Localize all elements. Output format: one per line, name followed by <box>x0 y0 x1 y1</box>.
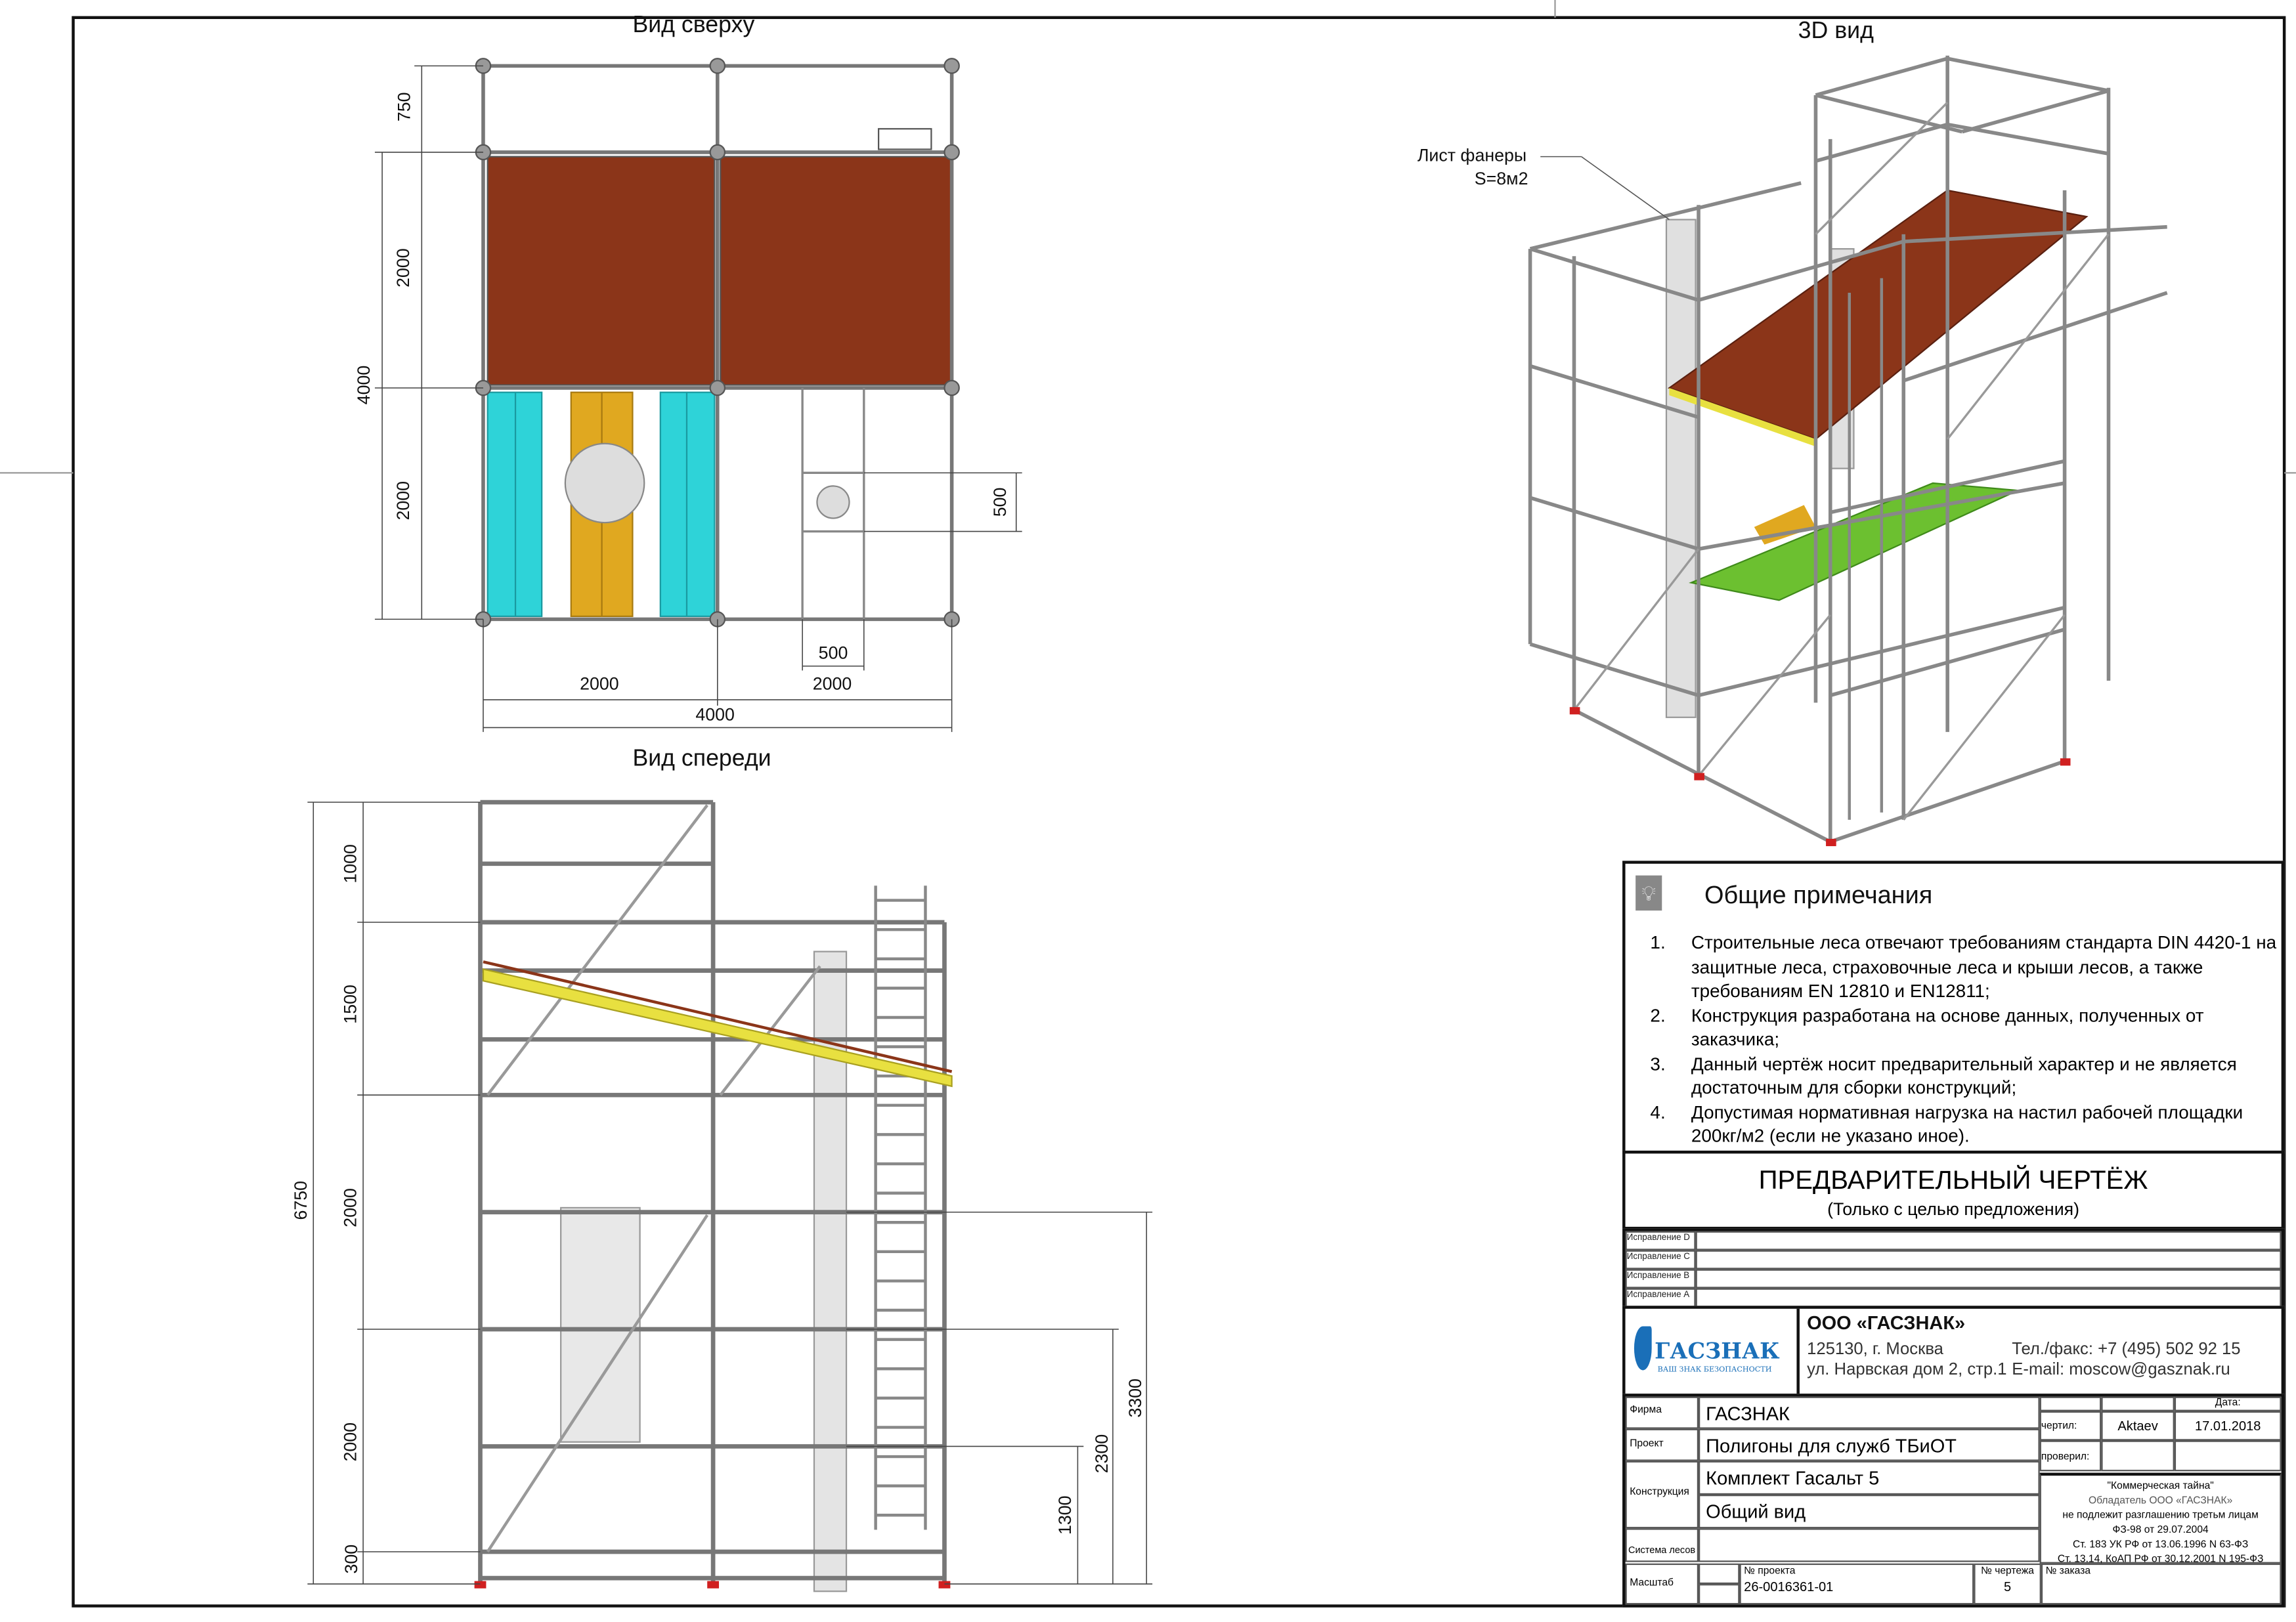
project-label: Проект <box>1625 1428 1699 1461</box>
revision-label: Исправление B <box>1625 1269 1696 1289</box>
note-item: 4. Допустимая нормативная нагрузка на нас… <box>1650 1100 2277 1149</box>
note-item: 3. Данный чертёж носит предварительный ха… <box>1650 1052 2277 1100</box>
plywood-panel <box>487 156 716 386</box>
revisions-table: Исправление D Исправление C Исправление … <box>1622 1228 2285 1309</box>
notice-line: ФЗ-98 от 29.07.2004 <box>2112 1525 2209 1536</box>
project-number-value: 26-0016361-01 <box>1744 1579 1834 1594</box>
preliminary-subtitle: (Только с целью предложения) <box>1827 1199 2080 1220</box>
company-logo: ГАСЗНАК ВАШ ЗНАК БЕЗОПАСНОСТИ <box>1626 1308 1800 1394</box>
dim-label: 300 <box>341 1544 362 1574</box>
iso-view <box>1528 55 2168 847</box>
top-view <box>374 58 1022 733</box>
revision-text: Исправление B <box>1626 1272 1690 1281</box>
notes-list: 1. Строительные леса отвечают требованиям… <box>1650 931 2277 1148</box>
order-number-label: № заказа <box>2041 1563 2282 1605</box>
dim-label: 2300 <box>1091 1434 1112 1474</box>
note-number: 4. <box>1650 1101 1666 1122</box>
view-name: Общий вид <box>1699 1495 2040 1529</box>
dim-label: 4000 <box>695 704 735 725</box>
dim-label: 1300 <box>1054 1495 1075 1535</box>
system-label: Система лесов <box>1625 1528 1699 1562</box>
drawing-number: № чертежа 5 <box>1974 1563 2041 1605</box>
notice-line: Обладатель ООО «ГАСЗНАК» <box>2088 1496 2233 1506</box>
dim-label: 500 <box>818 643 848 664</box>
drawn-by: Aktaev <box>2101 1411 2175 1441</box>
date-label: Дата: <box>2174 1396 2282 1411</box>
sheet-border <box>72 16 2286 1608</box>
ladder <box>874 886 927 1530</box>
project-number-label: № проекта <box>1744 1566 1796 1577</box>
note-text: Конструкция разработана на основе данных… <box>1691 1005 2204 1050</box>
note-text: Допустимая нормативная нагрузка на насти… <box>1691 1101 2243 1147</box>
callout-line1: Лист фанеры <box>1417 144 1527 166</box>
dim-label: 6750 <box>290 1180 311 1220</box>
drawing-number-label: № чертежа <box>1981 1566 2035 1577</box>
company-address: ул. Нарвская дом 2, стр.1 <box>1807 1361 2007 1379</box>
logo-tagline: ВАШ ЗНАК БЕЗОПАСНОСТИ <box>1657 1365 1772 1375</box>
construction-value: Комплект Гасальт 5 <box>1699 1461 2040 1495</box>
revision-label: Исправление A <box>1625 1288 1696 1308</box>
revision-text: Исправление A <box>1626 1291 1690 1300</box>
revision-text: Исправление D <box>1626 1234 1690 1243</box>
note-text: Данный чертёж носит предварительный хара… <box>1691 1053 2237 1098</box>
note-number: 1. <box>1650 932 1666 953</box>
dim-label: 500 <box>989 487 1010 517</box>
front-view <box>307 800 1153 1592</box>
note-number: 3. <box>1650 1053 1666 1074</box>
notes-title: Общие примечания <box>1704 881 1933 909</box>
drawing-number-value: 5 <box>2003 1579 2012 1594</box>
flame-icon <box>1634 1326 1652 1371</box>
company-name: ООО «ГАСЗНАК» <box>1807 1312 1966 1334</box>
firm-label: Фирма <box>1625 1396 1699 1429</box>
title-block: Фирма ГАСЗНАК Проект Полигоны для служб … <box>1622 1394 2285 1608</box>
confidentiality-notice: "Коммерческая тайна" Обладатель ООО «ГАС… <box>2039 1472 2282 1565</box>
note-item: 2. Конструкция разработана на основе данн… <box>1650 1004 2277 1052</box>
dim-label: 1000 <box>340 844 361 884</box>
plywood-panel <box>720 156 953 386</box>
drawn-label: чертил: <box>2039 1411 2102 1441</box>
top-view-title: Вид сверху <box>632 13 755 38</box>
project-value: Полигоны для служб ТБиОТ <box>1699 1428 2040 1461</box>
company-address: 125130, г. Москва <box>1807 1340 1943 1359</box>
revision-label: Исправление C <box>1625 1250 1696 1270</box>
notice-line: не подлежит разглашению третьм лицам <box>2062 1510 2259 1522</box>
notice-line: Ст. 183 УК РФ от 13.06.1996 N 63-ФЗ <box>2072 1540 2249 1550</box>
notice-line: Ст. 13.14, КоАП РФ от 30.12.2001 N 195-Ф… <box>2057 1554 2264 1566</box>
dim-label: 2000 <box>393 248 414 288</box>
scale-label: Масштаб <box>1625 1563 1699 1605</box>
cylinder <box>560 1206 641 1443</box>
dim-label: 1500 <box>340 985 361 1024</box>
company-phone: Тел./факс: +7 (495) 502 92 15 <box>2012 1340 2241 1359</box>
revision-label: Исправление D <box>1625 1231 1696 1250</box>
company-email: E-mail: moscow@gasznak.ru <box>2012 1361 2230 1379</box>
dim-label: 2000 <box>340 1188 361 1227</box>
revision-text: Исправление C <box>1626 1253 1690 1262</box>
project-number: № проекта 26-0016361-01 <box>1739 1563 1974 1605</box>
dim-label: 2000 <box>580 673 619 694</box>
dim-label: 4000 <box>353 365 374 405</box>
preliminary-banner: ПРЕДВАРИТЕЛЬНЫЙ ЧЕРТЁЖ (Только с целью п… <box>1622 1150 2285 1230</box>
iso-view-title: 3D вид <box>1798 18 1874 44</box>
notice-line: "Коммерческая тайна" <box>2107 1481 2214 1492</box>
construction-label: Конструкция <box>1625 1461 1699 1529</box>
dim-label: 2000 <box>340 1422 361 1462</box>
dim-label: 2000 <box>393 480 414 521</box>
front-view-title: Вид спереди <box>632 746 771 772</box>
logo-text: ГАСЗНАК <box>1655 1338 1780 1365</box>
company-block: ГАСЗНАК ВАШ ЗНАК БЕЗОПАСНОСТИ ООО «ГАСЗН… <box>1622 1306 2285 1397</box>
drawn-date: 17.01.2018 <box>2174 1411 2282 1441</box>
firm-value: ГАСЗНАК <box>1699 1396 2040 1429</box>
note-number: 2. <box>1650 1005 1666 1026</box>
callout-line2: S=8м2 <box>1474 168 1528 189</box>
checked-label: проверил: <box>2039 1440 2102 1472</box>
dim-label: 3300 <box>1125 1378 1146 1418</box>
general-notes: 💡︎ Общие примечания 1. Строительные леса … <box>1622 861 2285 1154</box>
note-item: 1. Строительные леса отвечают требованиям… <box>1650 931 2277 1003</box>
note-text: Строительные леса отвечают требованиям с… <box>1691 932 2277 1002</box>
preliminary-title: ПРЕДВАРИТЕЛЬНЫЙ ЧЕРТЁЖ <box>1758 1165 2148 1195</box>
dim-label: 750 <box>393 92 415 122</box>
lightbulb-icon: 💡︎ <box>1635 875 1662 911</box>
dim-label: 2000 <box>812 673 852 694</box>
